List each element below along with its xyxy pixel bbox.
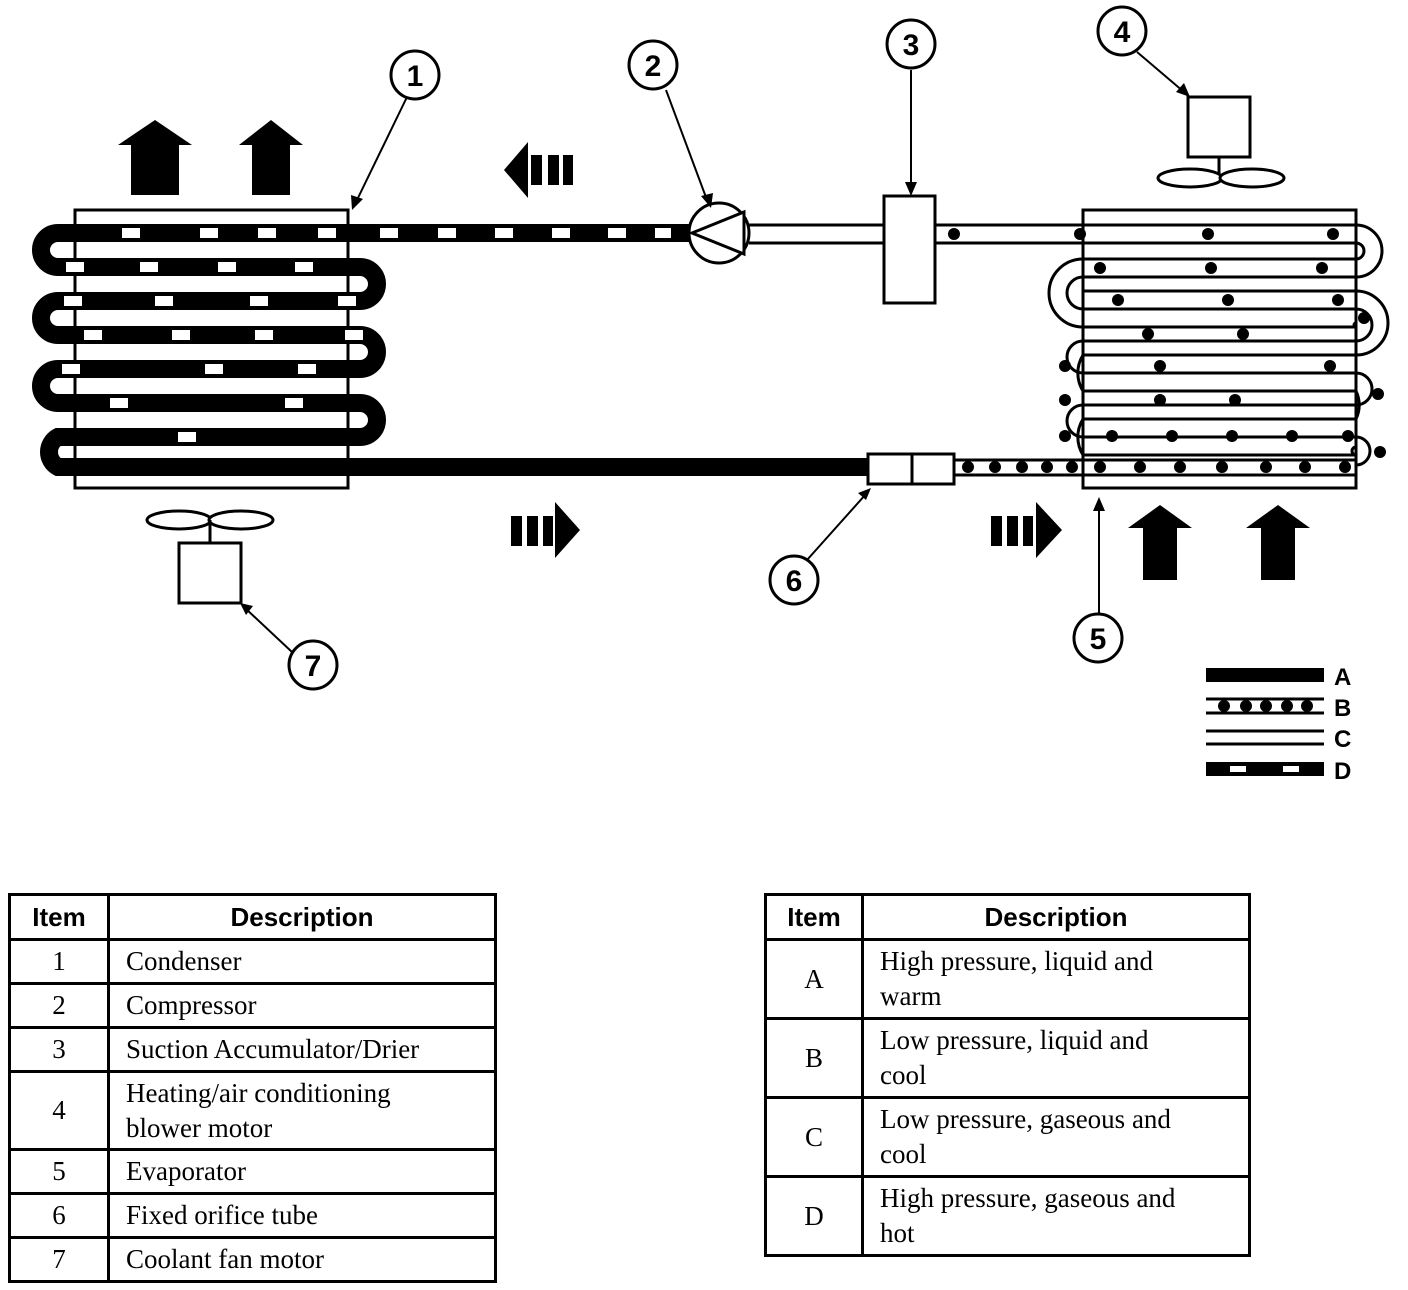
line-legend: A B C D	[1206, 664, 1351, 785]
item-description: Evaporator	[107, 1148, 497, 1195]
item-description: Heating/air conditioning blower motor	[107, 1070, 497, 1151]
callout-4: 4	[1096, 5, 1148, 57]
item-letter: A	[764, 938, 864, 1020]
table-row: 3 Suction Accumulator/Drier	[8, 1026, 497, 1073]
condenser-gas-dashes	[62, 228, 363, 442]
item-number: 5	[8, 1148, 110, 1195]
item-number: 3	[8, 1026, 110, 1073]
svg-text:A: A	[1334, 664, 1351, 691]
table-row: 2 Compressor	[8, 982, 497, 1029]
table-row: 1 Condenser	[8, 938, 497, 985]
table-row: 5 Evaporator	[8, 1148, 497, 1195]
legend-a: A	[1206, 664, 1351, 691]
flow-direction-arrows	[504, 142, 1062, 558]
description-header: Description	[861, 893, 1251, 941]
compressor	[687, 201, 751, 265]
svg-text:4: 4	[1114, 16, 1131, 49]
item-description: Fixed orifice tube	[107, 1192, 497, 1239]
description-line-1: Heating/air conditioning	[126, 1077, 391, 1108]
svg-text:2: 2	[645, 50, 662, 83]
evaporator-coil	[1047, 223, 1390, 467]
svg-text:6: 6	[786, 565, 803, 598]
svg-text:D: D	[1334, 758, 1351, 785]
item-description: Compressor	[107, 982, 497, 1029]
table-row: D High pressure, gaseous and hot	[764, 1175, 1251, 1257]
low-pressure-liquid-line	[954, 458, 1356, 477]
table-row: 7 Coolant fan motor	[8, 1236, 497, 1283]
item-letter: C	[764, 1096, 864, 1178]
item-description: Suction Accumulator/Drier	[107, 1026, 497, 1073]
item-letter: B	[764, 1017, 864, 1099]
item-header: Item	[8, 893, 110, 941]
item-description: Low pressure, liquid and cool	[861, 1017, 1251, 1099]
callout-3: 3	[885, 18, 937, 70]
description-header: Description	[107, 893, 497, 941]
description-line-1: High pressure, liquid and	[880, 946, 1153, 976]
evaporator	[1047, 208, 1390, 490]
legend-c: C	[1206, 726, 1351, 753]
components-table: Item Description 1 Condenser 2 Compresso…	[8, 893, 497, 1283]
table-row: 6 Fixed orifice tube	[8, 1192, 497, 1239]
blower-motor	[1156, 95, 1286, 189]
item-description: High pressure, liquid and warm	[861, 938, 1251, 1020]
table-header-row: Item Description	[764, 893, 1251, 941]
table-row: A High pressure, liquid and warm	[764, 938, 1251, 1020]
callout-5: 5	[1072, 612, 1124, 664]
legend-b: B	[1206, 695, 1351, 722]
description-line-2: cool	[880, 1139, 927, 1169]
svg-text:B: B	[1334, 695, 1351, 722]
svg-text:C: C	[1334, 726, 1351, 753]
item-number: 1	[8, 938, 110, 985]
item-number: 4	[8, 1070, 110, 1151]
callout-6: 6	[768, 554, 820, 606]
airflow-arrows	[118, 120, 1310, 580]
table-header-row: Item Description	[8, 893, 497, 941]
suction-line	[749, 223, 1083, 245]
description-line-1: Low pressure, gaseous and	[880, 1104, 1171, 1134]
fixed-orifice-tube	[866, 452, 956, 486]
suction-accumulator-drier	[882, 194, 937, 305]
item-header: Item	[764, 893, 864, 941]
legend-d: D	[1206, 758, 1351, 785]
condenser	[32, 208, 386, 490]
table-row: 4 Heating/air conditioning blower motor	[8, 1070, 497, 1151]
svg-text:7: 7	[305, 650, 322, 683]
table-row: C Low pressure, gaseous and cool	[764, 1096, 1251, 1178]
item-number: 2	[8, 982, 110, 1029]
svg-text:5: 5	[1090, 623, 1107, 656]
legend-table: Item Description A High pressure, liquid…	[764, 893, 1251, 1257]
description-line-2: hot	[880, 1218, 915, 1248]
description-line-2: blower motor	[126, 1112, 273, 1143]
description-line-2: cool	[880, 1060, 927, 1090]
svg-text:3: 3	[903, 29, 920, 62]
description-line-1: High pressure, gaseous and	[880, 1183, 1176, 1213]
callout-1: 1	[389, 49, 441, 101]
item-number: 7	[8, 1236, 110, 1283]
callouts	[244, 51, 1185, 653]
callout-7: 7	[287, 639, 339, 691]
svg-text:1: 1	[407, 60, 424, 93]
item-description: Coolant fan motor	[107, 1236, 497, 1283]
condenser-coil	[32, 224, 386, 476]
description-line-2: warm	[880, 981, 942, 1011]
description-line-1: Low pressure, liquid and	[880, 1025, 1149, 1055]
coolant-fan-motor	[145, 509, 275, 605]
table-row: B Low pressure, liquid and cool	[764, 1017, 1251, 1099]
item-description: Condenser	[107, 938, 497, 985]
item-number: 6	[8, 1192, 110, 1239]
callout-2: 2	[627, 39, 679, 91]
item-description: High pressure, gaseous and hot	[861, 1175, 1251, 1257]
ac-system-diagram: 1 2 3 4 5 6 7 A B	[32, 5, 1390, 785]
item-description: Low pressure, gaseous and cool	[861, 1096, 1251, 1178]
item-letter: D	[764, 1175, 864, 1257]
evaporator-liquid-dots	[1059, 228, 1386, 458]
discharge-line	[348, 224, 690, 242]
